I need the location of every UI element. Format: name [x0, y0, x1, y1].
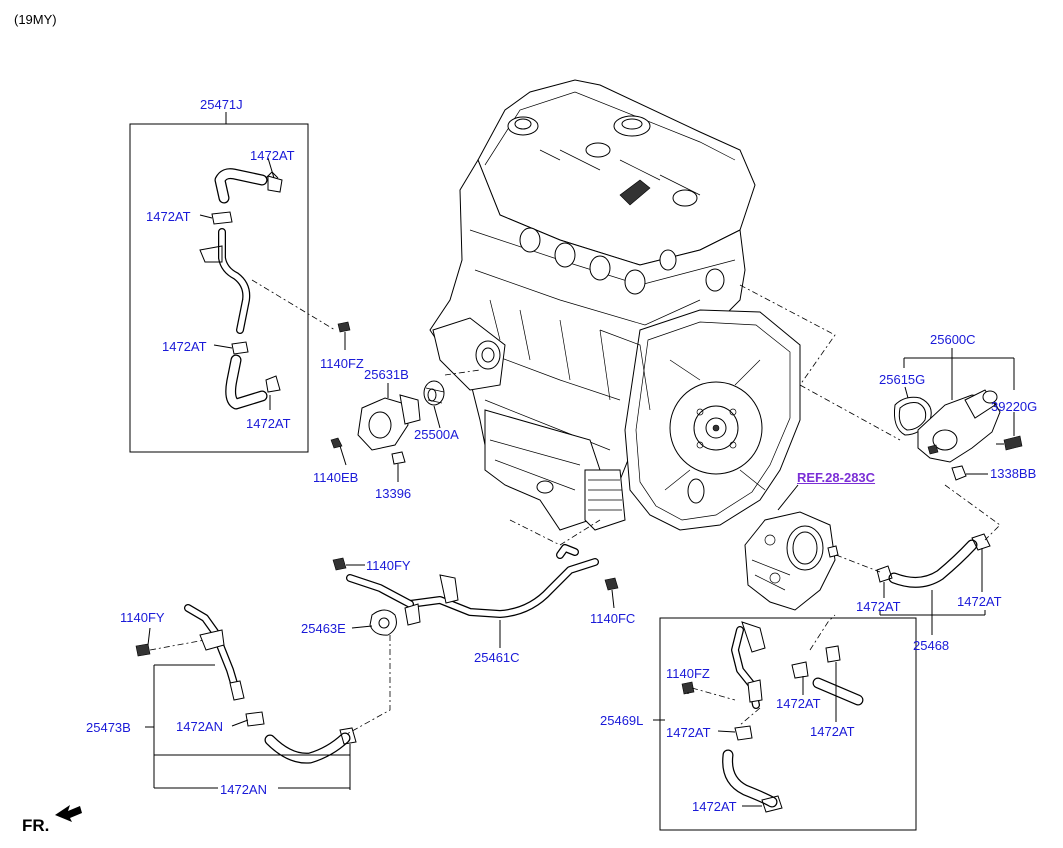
- part-label-1140FZ[interactable]: 1140FZ: [666, 666, 710, 681]
- part-label-1472AT[interactable]: 1472AT: [957, 594, 1002, 609]
- part-label-1472AT[interactable]: 1472AT: [856, 599, 901, 614]
- engine-block: [429, 79, 801, 531]
- hose-25468: [876, 533, 991, 635]
- part-label-1472AN[interactable]: 1472AN: [176, 719, 223, 734]
- part-label-25469L[interactable]: 25469L: [600, 713, 644, 728]
- front-direction-label: FR.: [22, 816, 50, 835]
- part-label-25615G[interactable]: 25615G: [879, 372, 926, 387]
- part-label-25468[interactable]: 25468: [913, 638, 950, 653]
- box-25471J: [129, 112, 336, 453]
- part-label-1472AT[interactable]: 1472AT: [146, 209, 191, 224]
- middle-fasteners: [330, 321, 445, 482]
- part-label-25500A[interactable]: 25500A: [414, 427, 459, 442]
- part-label-1472AN[interactable]: 1472AN: [220, 782, 267, 797]
- model-year-label: (19MY): [14, 12, 57, 27]
- part-label-1140FY[interactable]: 1140FY: [366, 558, 411, 573]
- part-label-1472AT[interactable]: 1472AT: [776, 696, 821, 711]
- part-label-25473B[interactable]: 25473B: [86, 720, 131, 735]
- pipe-25461C: [332, 544, 619, 736]
- part-label-1140FY[interactable]: 1140FY: [120, 610, 165, 625]
- throttle-body: [744, 484, 881, 611]
- part-label-1140FC[interactable]: 1140FC: [590, 611, 636, 626]
- part-label-25600C[interactable]: 25600C: [930, 332, 976, 347]
- part-label-1140FZ[interactable]: 1140FZ: [320, 356, 364, 371]
- part-label-1472AT[interactable]: 1472AT: [666, 725, 711, 740]
- group-25473B: [135, 604, 357, 790]
- part-label-1472AT[interactable]: 1472AT: [692, 799, 737, 814]
- part-label-25463E[interactable]: 25463E: [301, 621, 346, 636]
- box-25469L: [653, 617, 917, 831]
- part-label-1472AT[interactable]: 1472AT: [246, 416, 291, 431]
- part-label-39220G[interactable]: 39220G: [991, 399, 1038, 414]
- part-label-25631B[interactable]: 25631B: [364, 367, 409, 382]
- part-label-25461C[interactable]: 25461C: [474, 650, 520, 665]
- part-label-1472AT[interactable]: 1472AT: [162, 339, 207, 354]
- part-label-1472AT[interactable]: 1472AT: [810, 724, 855, 739]
- reference-link[interactable]: REF.28-283C: [797, 470, 876, 485]
- part-label-1140EB[interactable]: 1140EB: [313, 470, 359, 485]
- part-label-1472AT[interactable]: 1472AT: [250, 148, 295, 163]
- water-outlet-assembly: [894, 348, 1023, 481]
- front-arrow-icon: [55, 805, 82, 822]
- part-label-1338BB[interactable]: 1338BB: [990, 466, 1037, 481]
- part-label-25471J[interactable]: 25471J: [200, 97, 243, 112]
- part-label-13396[interactable]: 13396: [375, 486, 412, 501]
